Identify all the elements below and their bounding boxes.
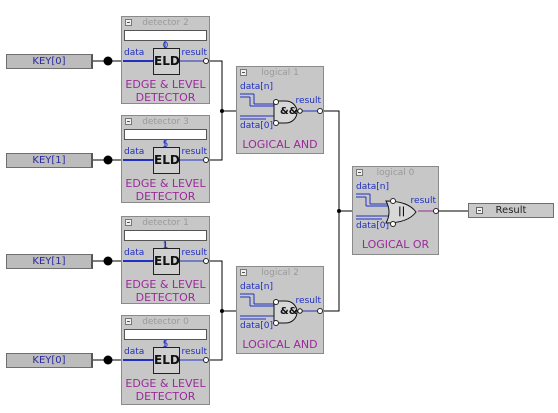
block-description: LOGICAL AND [242,138,318,151]
port-label-out: result [410,196,436,206]
logical-and-block[interactable]: logical 2 data[n] data[0] result && LOGI… [236,266,324,354]
port-label-out: result [295,296,321,306]
block-description: EDGE & LEVEL [125,278,206,291]
block-header: logical 1 [237,67,323,79]
port-label-out: result [181,48,207,58]
wire[interactable] [207,311,223,361]
junction-dot [337,209,341,213]
block-title: logical 2 [261,268,299,278]
port-label-out: result [181,248,207,258]
eld-symbol: ELD [153,347,180,374]
port-label-in: data[n] [240,82,273,92]
wire[interactable] [207,260,238,312]
eld-symbol: ELD [153,48,180,75]
block-description: EDGE & LEVEL [125,177,206,190]
input-pin-label: KEY[1] [32,256,66,267]
block-description: EDGE & LEVEL [125,377,206,390]
detector-block[interactable]: detector 0 5 data result ELD EDGE & LEVE… [121,315,210,405]
and-symbol-text: && [280,106,298,117]
or-symbol-text: || [398,206,406,217]
block-title: detector 3 [142,117,189,127]
collapse-icon[interactable] [125,118,132,125]
input-pin-label: KEY[0] [32,355,66,366]
collapse-icon[interactable] [240,69,247,76]
junction-dot [220,109,224,113]
port-label-in: data [124,347,145,357]
port-lines [123,340,209,363]
port-label-out: result [181,147,207,157]
block-header: logical 2 [237,267,323,279]
detector-block[interactable]: detector 3 5 data result ELD EDGE & LEVE… [121,115,210,203]
logical-and-block[interactable]: logical 1 data[n] data[0] result && LOGI… [236,66,324,154]
and-symbol-text: && [280,306,298,317]
block-title: logical 1 [261,68,299,78]
or-gate-symbol [356,193,439,227]
collapse-icon[interactable] [476,207,483,214]
detector-block[interactable]: detector 2 0 data result ELD EDGE & LEVE… [121,16,210,104]
port-label-in: data[n] [356,182,389,192]
junction-dot [103,256,113,266]
block-title: detector 0 [142,317,189,327]
input-pin-label: KEY[1] [32,155,66,166]
port-label-in: data[0] [240,121,274,131]
parameter-field[interactable] [124,329,207,340]
eld-symbol: ELD [153,147,180,174]
collapse-icon[interactable] [356,169,363,176]
parameter-field[interactable] [124,30,207,41]
input-pin[interactable]: KEY[0] [6,54,93,69]
collapse-icon[interactable] [125,19,132,26]
wire[interactable] [207,60,238,112]
wire[interactable] [322,211,340,312]
block-header: detector 1 [122,217,209,229]
and-gate-symbol [240,93,323,126]
port-label-in: data [124,48,145,58]
block-title: logical 0 [376,168,415,178]
block-description: DETECTOR [135,91,196,104]
port-label-in: data[0] [240,321,274,331]
block-description: DETECTOR [135,390,196,403]
collapse-icon[interactable] [125,318,132,325]
collapse-icon[interactable] [240,269,247,276]
parameter-field[interactable] [124,230,207,241]
block-description: LOGICAL AND [242,338,318,351]
port-label-in: data [124,248,145,258]
block-header: detector 3 [122,116,209,128]
port-label-out: result [295,96,321,106]
block-title: detector 1 [142,218,189,228]
block-title: detector 2 [142,18,189,28]
input-pin[interactable]: KEY[1] [6,254,93,269]
block-header: detector 2 [122,17,209,29]
port-label-in: data[n] [240,282,273,292]
junction-dot [103,355,113,365]
wire[interactable] [322,110,354,212]
input-pin[interactable]: KEY[1] [6,153,93,168]
block-header: detector 0 [122,316,209,328]
parameter-field[interactable] [124,129,207,140]
and-gate-symbol [240,293,323,326]
port-label-in: data[0] [356,221,390,231]
input-pin[interactable]: KEY[0] [6,353,93,368]
junction-dot [103,56,113,66]
logical-or-block[interactable]: logical 0 data[n] data[0] result || LOGI… [352,166,439,255]
junction-dot [220,309,224,313]
block-description: DETECTOR [135,190,196,203]
input-pin-label: KEY[0] [32,56,66,67]
output-pin[interactable]: Result [468,203,554,218]
detector-block[interactable]: detector 1 1 data result ELD EDGE & LEVE… [121,216,210,304]
wire[interactable] [207,111,223,161]
block-header: logical 0 [353,167,438,179]
collapse-icon[interactable] [125,219,132,226]
port-label-out: result [181,347,207,357]
output-pin-label: Result [495,205,527,216]
junction-dot [103,155,113,165]
block-description: DETECTOR [135,291,196,304]
block-description: EDGE & LEVEL [125,78,206,91]
port-label-in: data [124,147,145,157]
eld-symbol: ELD [153,248,180,275]
block-description: LOGICAL OR [361,238,430,251]
